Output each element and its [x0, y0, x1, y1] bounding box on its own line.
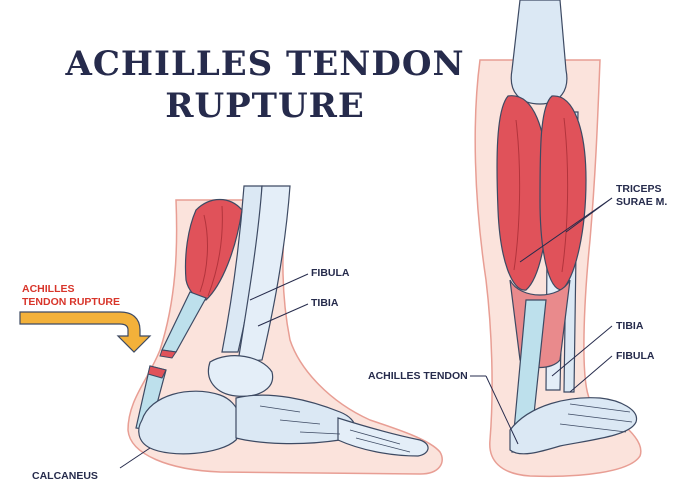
triceps-label-line-1: TRICEPS [616, 183, 662, 195]
rupture-arrow [19, 311, 152, 353]
diagram-title-line-2: RUPTURE [165, 86, 365, 126]
left-toe-bones [337, 417, 429, 457]
triceps-label-line-2: SURAE M. [616, 196, 668, 208]
fibula-label-left: FIBULA [311, 267, 350, 279]
right-femur-bone [510, 0, 568, 105]
calcaneus-label: CALCANEUS [32, 470, 98, 482]
left-calf-muscle [184, 198, 243, 301]
achilles-tendon-label: ACHILLES TENDON [368, 370, 468, 382]
rupture-label-line-1: ACHILLES [22, 283, 75, 295]
left-foot-illustration [19, 185, 443, 475]
left-talus-bone [207, 355, 274, 397]
tibia-label-right: TIBIA [616, 320, 644, 332]
diagram-title-line-1: ACHILLES TENDON [65, 44, 465, 84]
rupture-label-line-2: TENDON RUPTURE [22, 296, 121, 308]
right-leg-illustration [470, 0, 642, 478]
left-calcaneus-bone [138, 390, 242, 455]
left-tibia-bone [237, 185, 291, 363]
fibula-label-right: FIBULA [616, 350, 655, 362]
tibia-label-left: TIBIA [311, 297, 339, 309]
